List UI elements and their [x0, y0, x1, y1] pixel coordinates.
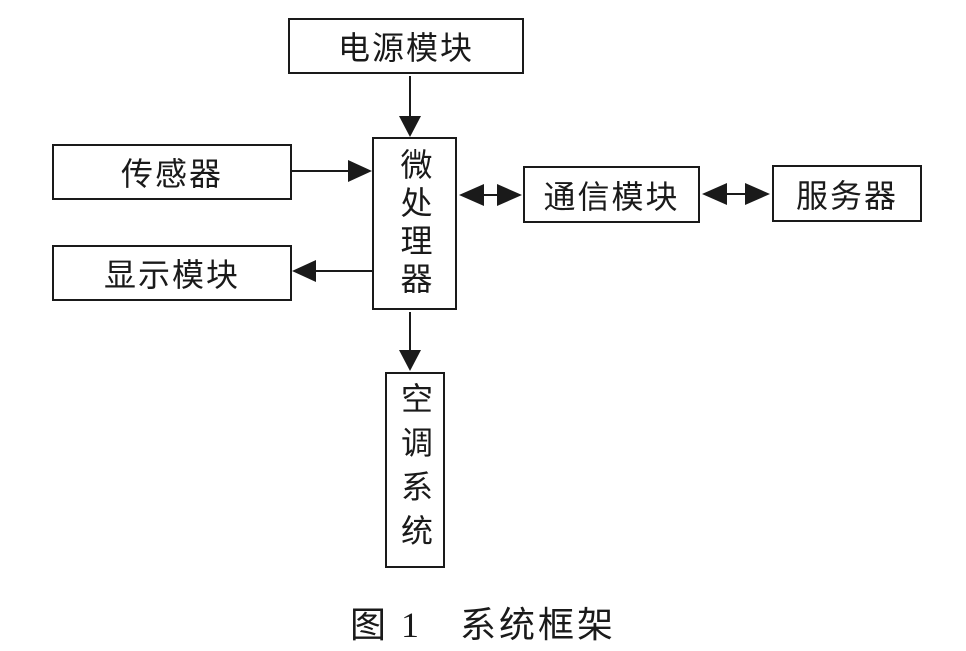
edge-sensor-to-mcu-arrowhead-icon: [348, 160, 372, 182]
node-microprocessor-label: 微处理器: [396, 147, 433, 300]
node-display-module-label: 显示模块: [103, 257, 240, 293]
edge-comm-server-line: [725, 193, 747, 195]
node-communication-module-label: 通信模块: [543, 178, 680, 215]
edge-comm-server-right-arrowhead-icon: [745, 183, 770, 205]
edge-mcu-comm-left-arrowhead-icon: [459, 184, 484, 206]
edge-sensor-to-mcu-line: [292, 170, 350, 172]
edge-mcu-comm-right-arrowhead-icon: [497, 184, 522, 206]
edge-power-to-mcu-arrowhead-icon: [399, 116, 421, 137]
figure-caption: 图 1 系统框架: [0, 596, 966, 648]
edge-mcu-to-display-arrowhead-icon: [292, 260, 316, 282]
figure-caption-number: 图 1: [349, 605, 422, 645]
node-sensor-label: 传感器: [120, 156, 223, 192]
node-display-module: 显示模块: [52, 245, 292, 301]
node-communication-module: 通信模块: [523, 166, 700, 223]
node-power-module: 电源模块: [288, 18, 524, 74]
node-sensor: 传感器: [52, 144, 292, 200]
node-server-label: 服务器: [795, 177, 898, 214]
node-power-module-label: 电源模块: [337, 30, 474, 66]
edge-mcu-comm-line: [481, 194, 501, 196]
edge-mcu-to-display-line: [314, 270, 374, 272]
node-ac-system: 空调系统: [385, 372, 445, 568]
edge-mcu-to-ac-line: [409, 312, 411, 352]
node-microprocessor: 微处理器: [372, 137, 457, 310]
figure-caption-title: 系统框架: [460, 605, 617, 645]
node-ac-system-label: 空调系统: [397, 382, 433, 558]
node-server: 服务器: [772, 165, 922, 222]
edge-power-to-mcu-line: [409, 76, 411, 118]
edge-mcu-to-ac-arrowhead-icon: [399, 350, 421, 371]
edge-comm-server-left-arrowhead-icon: [702, 183, 727, 205]
